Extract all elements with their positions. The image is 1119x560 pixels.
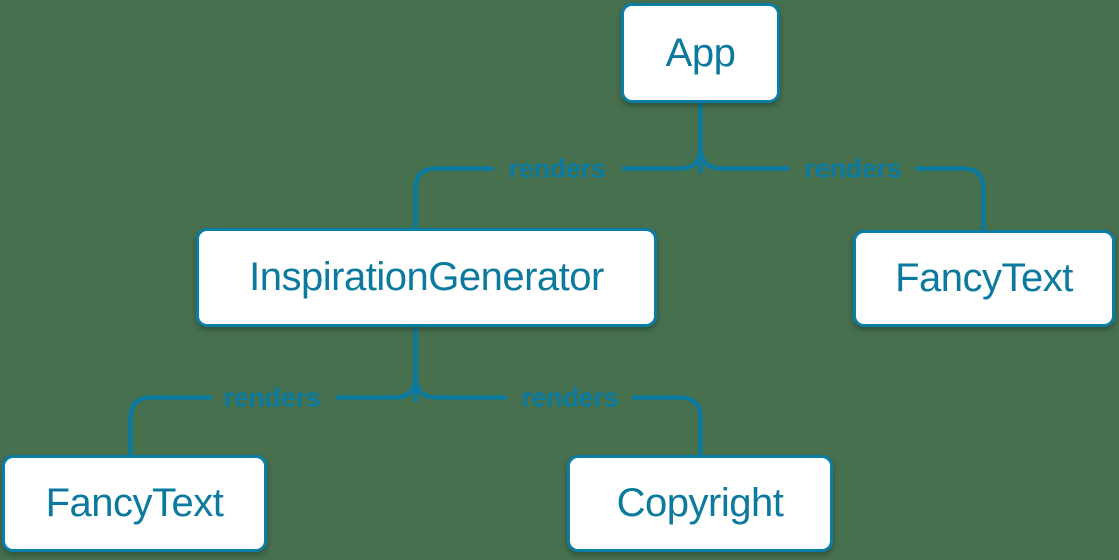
- node-app-label: App: [665, 30, 736, 75]
- edge-label-renders-app-inspirationgenerator: renders: [508, 153, 606, 184]
- node-copyright: Copyright: [567, 455, 833, 552]
- edge-label-renders-inspirationgenerator-copyright: renders: [521, 382, 619, 413]
- edge-app-to-fancytext: [698, 143, 986, 233]
- node-app: App: [621, 3, 780, 103]
- edge-label-renders-app-fancytext: renders: [804, 153, 902, 184]
- node-fancy-text-right: FancyText: [853, 230, 1115, 327]
- node-inspiration-generator: InspirationGenerator: [196, 228, 657, 327]
- node-fancy-text-left: FancyText: [2, 455, 267, 552]
- edge-label-renders-inspirationgenerator-fancytext: renders: [223, 382, 321, 413]
- node-inspiration-generator-label: InspirationGenerator: [249, 255, 604, 299]
- edge-inspirationgenerator-to-copyright: [413, 372, 703, 458]
- node-fancy-text-left-label: FancyText: [45, 481, 224, 525]
- node-copyright-label: Copyright: [616, 481, 784, 525]
- node-fancy-text-right-label: FancyText: [895, 256, 1073, 300]
